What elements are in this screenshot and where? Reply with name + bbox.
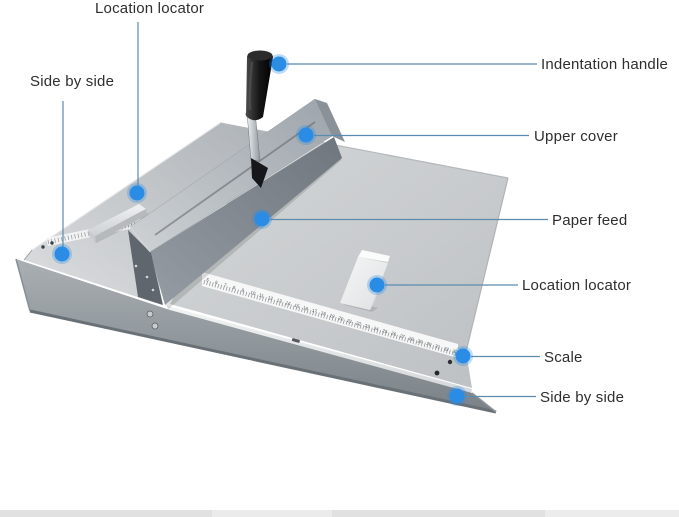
svg-text:28: 28	[408, 336, 415, 342]
svg-text:9: 9	[241, 287, 245, 293]
hotspot-scale	[453, 346, 473, 366]
svg-text:22: 22	[355, 321, 362, 327]
cover-screw	[133, 263, 139, 269]
upper-cover-graphic	[128, 98, 345, 309]
svg-text:8: 8	[232, 285, 236, 291]
label-location-locator-top: Location locator	[95, 0, 205, 17]
label-upper-cover: Upper cover	[534, 128, 618, 145]
svg-text:15: 15	[294, 303, 301, 309]
label-paper-feed: Paper feed	[552, 212, 628, 229]
location-locator-block	[340, 250, 390, 312]
svg-text:23: 23	[364, 323, 371, 329]
crease-blade	[251, 158, 268, 188]
svg-text:24: 24	[373, 326, 380, 332]
hotspot-indentation-handle	[269, 54, 289, 74]
svg-text:5: 5	[206, 277, 210, 283]
svg-text:31: 31	[435, 343, 442, 349]
label-side-by-side-left: Side by side	[30, 73, 115, 90]
hotspot-location-locator-top	[127, 183, 147, 203]
label-indentation-handle: Indentation handle	[541, 56, 669, 73]
svg-text:32: 32	[443, 346, 450, 352]
crease-slot	[154, 121, 316, 236]
svg-text:26: 26	[391, 331, 398, 337]
cover-screw	[150, 287, 156, 293]
table-mark	[434, 370, 440, 376]
svg-text:16: 16	[303, 305, 310, 311]
svg-text:10: 10	[250, 290, 257, 296]
hotspot-side-by-side-left	[52, 244, 72, 264]
svg-text:17: 17	[311, 308, 318, 314]
leader-lines	[62, 22, 548, 398]
rail-logo	[291, 338, 300, 343]
hotspot-paper-feed	[252, 209, 272, 229]
label-scale: Scale	[544, 349, 583, 366]
indentation-handle-graphic	[245, 50, 273, 188]
hotspot-location-locator-right	[367, 275, 387, 295]
svg-text:12: 12	[267, 295, 274, 301]
svg-text:30: 30	[426, 341, 433, 347]
svg-text:29: 29	[417, 338, 424, 344]
table-screw-hole	[50, 241, 54, 245]
hotspot-upper-cover	[296, 125, 316, 145]
svg-text:6: 6	[215, 280, 219, 286]
hotspot-dots	[52, 54, 473, 406]
hotspot-side-by-side-right	[447, 386, 467, 406]
svg-text:21: 21	[347, 318, 354, 324]
svg-text:7: 7	[223, 282, 227, 288]
cover-screw	[144, 274, 150, 280]
svg-text:33: 33	[452, 349, 459, 355]
svg-text:20: 20	[338, 315, 345, 321]
label-side-by-side-right: Side by side	[540, 389, 625, 406]
svg-text:25: 25	[382, 328, 389, 334]
svg-text:11: 11	[259, 292, 265, 298]
table-mark	[447, 359, 453, 365]
table-screw-hole	[41, 245, 45, 249]
svg-text:27: 27	[399, 333, 406, 339]
handle-grip	[246, 51, 273, 121]
svg-text:18: 18	[320, 310, 327, 316]
svg-text:14: 14	[285, 300, 292, 306]
location-locator-bar	[88, 204, 150, 243]
label-location-locator-right: Location locator	[522, 277, 632, 294]
bottom-strip	[0, 510, 679, 517]
svg-text:19: 19	[329, 313, 336, 319]
svg-text:13: 13	[276, 298, 283, 304]
